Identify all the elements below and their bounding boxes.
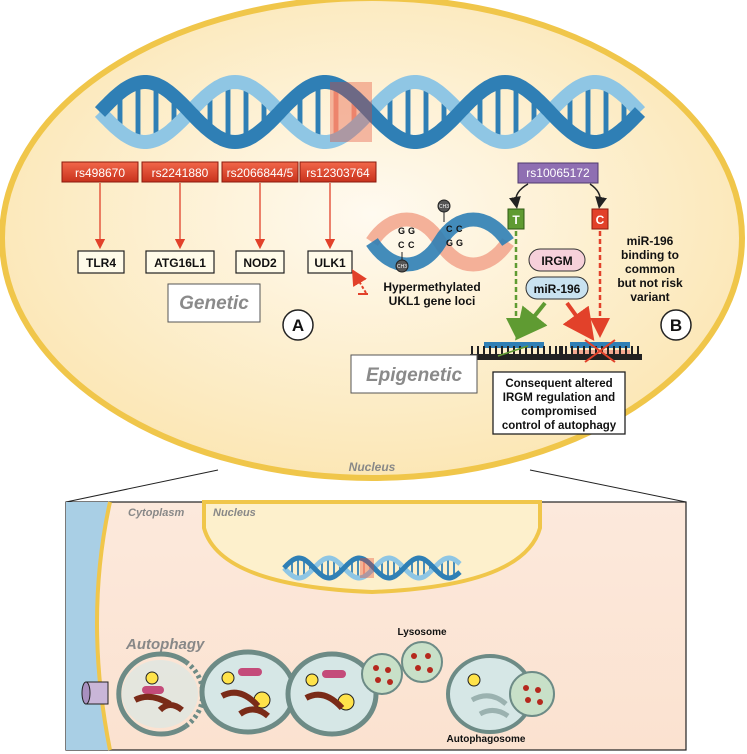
mir-note-line-1: miR-196 bbox=[627, 234, 674, 248]
panel-a-letter: A bbox=[292, 316, 304, 335]
cpg-letter-c4: C bbox=[456, 224, 463, 234]
dna-helix bbox=[94, 74, 646, 150]
cpg-letter-c3: C bbox=[446, 224, 453, 234]
mir-note-line-2: binding to bbox=[621, 248, 679, 262]
gene-label-tlr4: TLR4 bbox=[86, 256, 116, 270]
irgm-label: IRGM bbox=[541, 254, 572, 268]
nucleus-label: Nucleus bbox=[349, 460, 396, 474]
inset-nucleus-label: Nucleus bbox=[213, 507, 256, 519]
mir-note-line-3: common bbox=[625, 262, 675, 276]
lysosome-label: Lysosome bbox=[397, 627, 447, 638]
mir-note-line-5: variant bbox=[630, 290, 669, 304]
snp-box-1: rs498670 bbox=[61, 161, 139, 183]
snp-label-rs12303764: rs12303764 bbox=[306, 166, 370, 180]
gene-label-nod2: NOD2 bbox=[243, 256, 277, 270]
consequence-line-4: control of autophagy bbox=[502, 420, 617, 432]
snp-label-rs498670: rs498670 bbox=[75, 166, 125, 180]
gene-box-ulk1: ULK1 bbox=[307, 250, 353, 274]
mir196-binding-arrow bbox=[515, 301, 548, 341]
snp-label-rs2066844: rs2066844/5 bbox=[227, 166, 294, 180]
methylated-dna-icon: G G C C C C G G CH3 CH3 bbox=[366, 199, 514, 273]
allele-arrows bbox=[509, 183, 607, 209]
methyl-mark-top: CH3 bbox=[439, 204, 449, 210]
dna-helix-inset bbox=[282, 555, 462, 581]
helix-strand-dark bbox=[282, 555, 462, 581]
cpg-letter-c2: C bbox=[408, 240, 415, 250]
autophagosome-label: Autophagosome bbox=[447, 734, 526, 745]
panel-b-marker: B bbox=[660, 309, 692, 341]
snp-arrows bbox=[94, 183, 336, 250]
panel-b-letter: B bbox=[670, 316, 682, 335]
gene-label-atg16l1: ATG16L1 bbox=[154, 256, 206, 270]
cpg-letter-g2: G bbox=[408, 226, 415, 236]
cpg-letter-g4: G bbox=[456, 238, 463, 248]
autophagosome-fusing bbox=[285, 651, 403, 737]
cytoplasm-label: Cytoplasm bbox=[128, 507, 184, 519]
gene-box-nod2: NOD2 bbox=[235, 250, 285, 274]
gene-box-tlr4: TLR4 bbox=[77, 250, 125, 274]
ukl1-loci-label: UKL1 gene loci bbox=[389, 294, 476, 308]
snp-boxes: rs498670 rs2241880 rs2066844/5 rs1230376… bbox=[61, 161, 377, 183]
risk-snp-box: rs10065172 bbox=[517, 162, 599, 184]
consequence-line-3: compromised bbox=[521, 406, 596, 418]
consequence-line-2: IRGM regulation and bbox=[503, 392, 615, 404]
mrna-binding-risk bbox=[558, 339, 642, 363]
mir-binding-note: miR-196 binding to common but not risk v… bbox=[617, 234, 683, 304]
methyl-mark-bottom: CH3 bbox=[397, 264, 407, 270]
gene-box-atg16l1: ATG16L1 bbox=[145, 250, 215, 274]
mir196-label: miR-196 bbox=[534, 282, 581, 296]
allele-c-box: C bbox=[591, 208, 609, 230]
mir-note-line-4: but not risk bbox=[617, 276, 683, 290]
cpg-letter-g1: G bbox=[398, 226, 405, 236]
consequence-box: Consequent altered IRGM regulation and c… bbox=[492, 371, 626, 435]
helix-highlight bbox=[360, 558, 374, 578]
cpg-letter-c1: C bbox=[398, 240, 405, 250]
snp-box-4: rs12303764 bbox=[299, 161, 377, 183]
epigenetic-label: Epigenetic bbox=[366, 365, 463, 386]
helix-strand-dark bbox=[94, 74, 646, 150]
snp-box-2: rs2241880 bbox=[141, 161, 219, 183]
gene-boxes: TLR4 ATG16L1 NOD2 ULK1 bbox=[77, 250, 353, 274]
allele-t-label: T bbox=[512, 213, 520, 227]
mrna-binding-common bbox=[470, 342, 566, 360]
irgm-pill: IRGM bbox=[528, 248, 586, 272]
zoom-line-right bbox=[529, 469, 687, 503]
snp-box-3: rs2066844/5 bbox=[221, 161, 299, 183]
lysosome: Lysosome bbox=[397, 627, 447, 683]
cell-inset: Cytoplasm Nucleus Autophagy bbox=[65, 500, 687, 751]
helix-highlight bbox=[330, 82, 372, 142]
autolysosome: Autophagosome bbox=[446, 654, 555, 745]
allele-c-label: C bbox=[596, 213, 605, 227]
methylation-inhibit-arrow bbox=[351, 269, 368, 295]
allele-t-box: T bbox=[507, 208, 525, 230]
autophagosome-1 bbox=[199, 649, 297, 735]
hypermethylated-label: Hypermethylated bbox=[383, 280, 480, 294]
epigenetic-label-box: Epigenetic bbox=[350, 354, 478, 394]
risk-snp-label: rs10065172 bbox=[526, 166, 590, 180]
snp-label-rs2241880: rs2241880 bbox=[152, 166, 209, 180]
autophagy-label: Autophagy bbox=[125, 636, 205, 653]
mir196-pill: miR-196 bbox=[525, 276, 589, 300]
consequence-line-1: Consequent altered bbox=[505, 378, 612, 390]
mir196-nonbinding-arrow bbox=[562, 301, 595, 341]
cpg-letter-g3: G bbox=[446, 238, 453, 248]
membrane-receptor-icon bbox=[81, 681, 109, 705]
zoom-line-left bbox=[65, 469, 219, 503]
genetic-label: Genetic bbox=[179, 293, 249, 314]
gene-label-ulk1: ULK1 bbox=[314, 256, 346, 270]
genetic-label-box: Genetic bbox=[167, 283, 261, 323]
panel-a-marker: A bbox=[282, 309, 314, 341]
